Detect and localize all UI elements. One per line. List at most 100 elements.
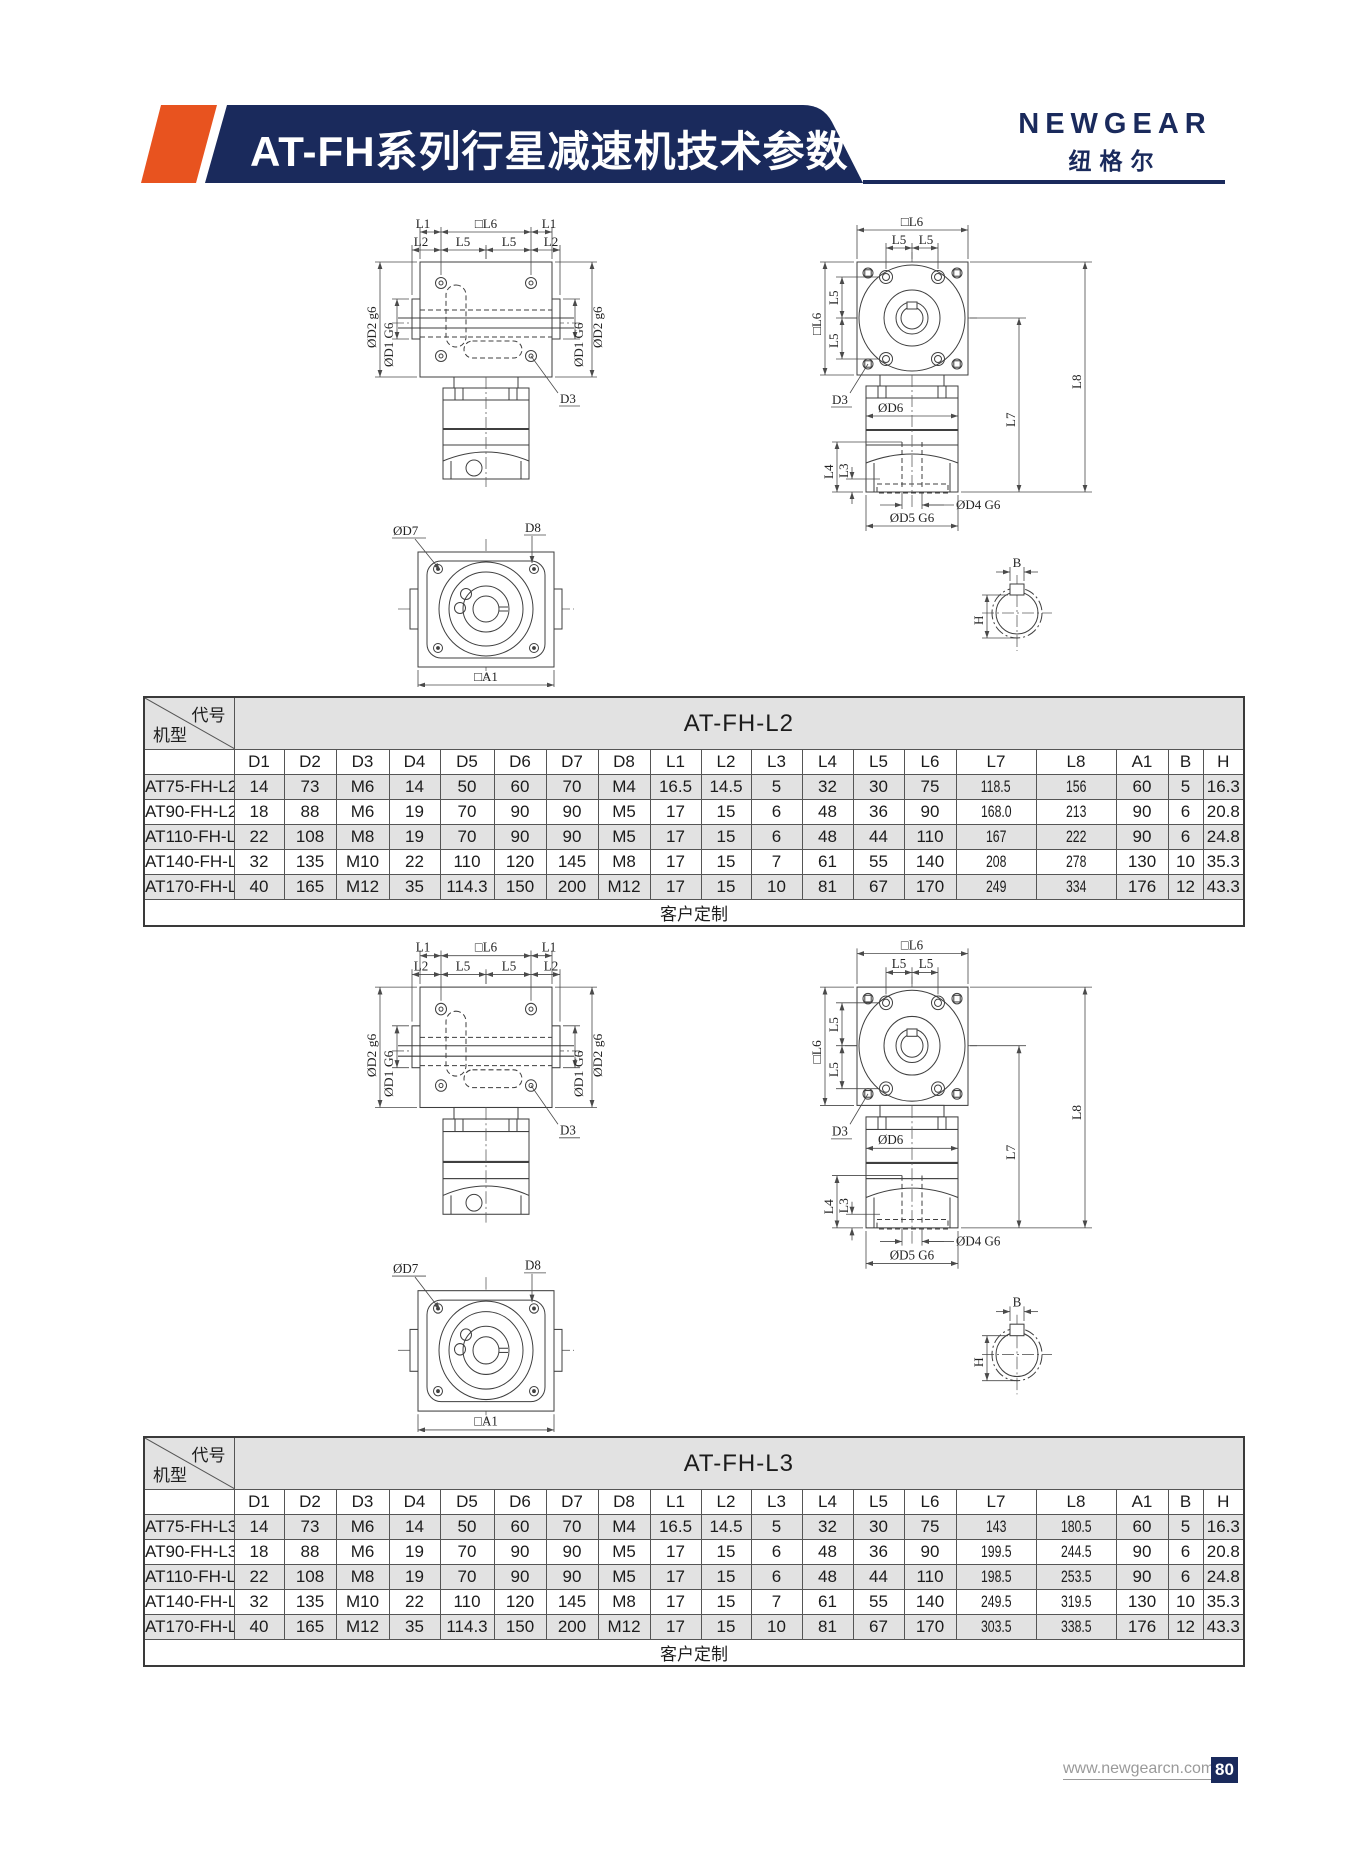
column-header: D2	[283, 749, 337, 775]
column-header: D3	[335, 749, 390, 775]
cell: 19	[388, 824, 441, 850]
model-cell: AT140-FH-L3	[143, 1589, 235, 1615]
cell: 198.5	[955, 1564, 1037, 1590]
cell: M6	[335, 1514, 390, 1540]
column-header: D4	[388, 749, 441, 775]
column-header: L5	[852, 1489, 905, 1515]
cell: 75	[903, 774, 957, 800]
cell: 90	[493, 1539, 547, 1565]
cell: 88	[283, 1539, 337, 1565]
cell: 90	[493, 824, 547, 850]
cell: 90	[545, 824, 599, 850]
cell: 6	[1167, 799, 1204, 825]
cell: 40	[233, 1614, 285, 1640]
cell: 14	[233, 774, 285, 800]
corner-label-bottom: 机型	[153, 726, 187, 745]
cell: M4	[597, 774, 651, 800]
cell: 48	[801, 1539, 854, 1565]
cell: 168.0	[955, 799, 1037, 825]
cell: 50	[439, 1514, 495, 1540]
cell: M8	[335, 1564, 390, 1590]
cell: 43.3	[1202, 1614, 1245, 1640]
cell: 22	[388, 849, 441, 875]
cell: 16.3	[1202, 1514, 1245, 1540]
cell: M6	[335, 774, 390, 800]
cell: 22	[233, 824, 285, 850]
cell: M5	[597, 1564, 651, 1590]
cell: 70	[439, 1539, 495, 1565]
cell: 19	[388, 1539, 441, 1565]
model-cell: AT170-FH-L3	[143, 1614, 235, 1640]
cell: 150	[493, 1614, 547, 1640]
cell: 200	[545, 874, 599, 900]
cell: 6	[1167, 1539, 1204, 1565]
cell: M12	[335, 1614, 390, 1640]
custom-cell: 客户定制	[143, 1639, 1245, 1667]
column-header: A1	[1115, 1489, 1169, 1515]
cell: 18	[233, 799, 285, 825]
cell: 6	[1167, 824, 1204, 850]
cell: 30	[852, 774, 905, 800]
cell: 135	[283, 849, 337, 875]
cell: 70	[439, 824, 495, 850]
cell: 110	[903, 824, 957, 850]
cell: 7	[750, 849, 803, 875]
cell: 19	[388, 1564, 441, 1590]
cell: 17	[649, 1564, 702, 1590]
cell: 40	[233, 874, 285, 900]
table-row: AT170-FH-L2 40 165 M12 35 114.3 150 200 …	[143, 874, 1245, 900]
cell: M6	[335, 1539, 390, 1565]
table-row: AT170-FH-L3 40 165 M12 35 114.3 150 200 …	[143, 1614, 1245, 1640]
cell: 10	[1167, 849, 1204, 875]
cell: 90	[493, 1564, 547, 1590]
cell: 81	[801, 874, 854, 900]
cell: 143	[955, 1514, 1037, 1540]
cell: M5	[597, 1539, 651, 1565]
page-title: AT-FH系列行星减速机技术参数	[250, 128, 849, 175]
column-header: L1	[649, 749, 702, 775]
column-header: L7	[955, 749, 1037, 775]
column-header: D7	[545, 1489, 599, 1515]
cell: 24.8	[1202, 824, 1245, 850]
cell: 180.5	[1035, 1514, 1117, 1540]
column-header: L3	[750, 749, 803, 775]
table-row: AT140-FH-L3 32 135 M10 22 110 120 145 M8…	[143, 1589, 1245, 1615]
cell: 120	[493, 849, 547, 875]
footer-url[interactable]: www.newgearcn.com	[1063, 1760, 1215, 1780]
cell: 35	[388, 874, 441, 900]
cell: 14.5	[700, 774, 752, 800]
cell: 90	[903, 1539, 957, 1565]
cell: 249	[955, 874, 1037, 900]
cell: 6	[750, 1539, 803, 1565]
cell: 150	[493, 874, 547, 900]
cell: 15	[700, 1539, 752, 1565]
column-header: D2	[283, 1489, 337, 1515]
cell: 70	[439, 1564, 495, 1590]
cell: 44	[852, 1564, 905, 1590]
cell: 55	[852, 849, 905, 875]
cell: 17	[649, 1589, 702, 1615]
cell: 35.3	[1202, 849, 1245, 875]
cell: 170	[903, 1614, 957, 1640]
column-header: H	[1202, 1489, 1245, 1515]
cell: 32	[801, 1514, 854, 1540]
cell: 48	[801, 799, 854, 825]
cell: 334	[1035, 874, 1117, 900]
cell: 43.3	[1202, 874, 1245, 900]
cell: 22	[233, 1564, 285, 1590]
column-header: L4	[801, 749, 854, 775]
column-header: D8	[597, 749, 651, 775]
cell: 35	[388, 1614, 441, 1640]
cell: 319.5	[1035, 1589, 1117, 1615]
column-header: D5	[439, 749, 495, 775]
table-row: AT110-FH-L3 22 108 M8 19 70 90 90 M5 17 …	[143, 1564, 1245, 1590]
cell: 20.8	[1202, 799, 1245, 825]
cell: 14.5	[700, 1514, 752, 1540]
cell: 90	[545, 799, 599, 825]
cell: 50	[439, 774, 495, 800]
cell: 140	[903, 1589, 957, 1615]
cell: 200	[545, 1614, 599, 1640]
